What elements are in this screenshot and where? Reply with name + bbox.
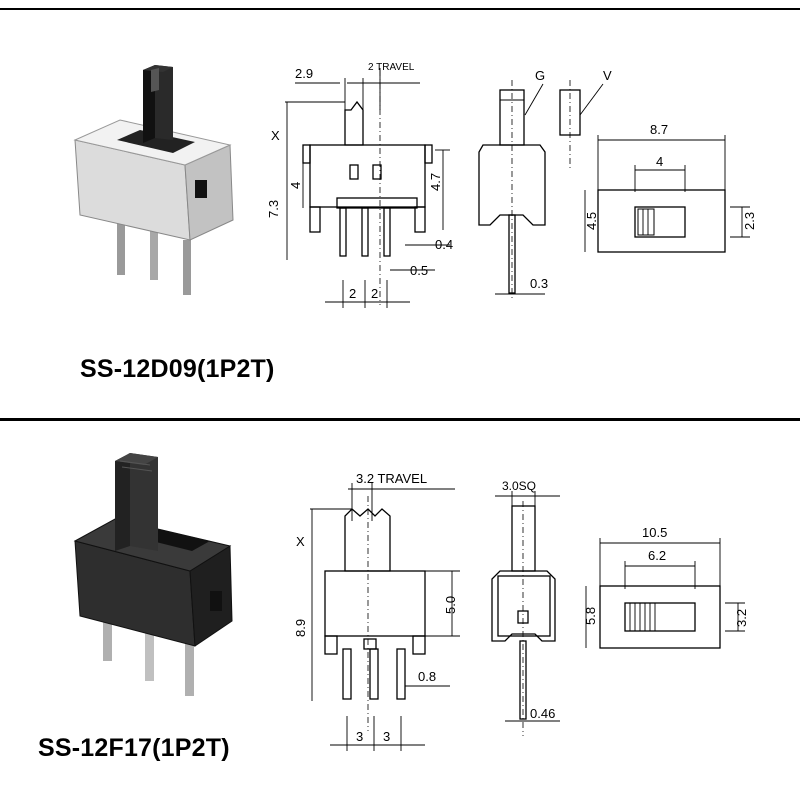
model-label-ss-12f17: SS-12F17(1P2T) [38, 734, 230, 762]
dim-top-actuator: 2.3 [742, 212, 757, 230]
switch-photo-ss-12f17 [73, 453, 233, 696]
product-panel-ss-12f17: 3.2 TRAVEL X 8.9 5.0 0.8 3 3 [0, 421, 800, 800]
dim-pin-thickness: 0.4 [435, 237, 453, 252]
model-label-ss-12d09: SS-12D09(1P2T) [80, 355, 275, 383]
top-view-ss-12f17: 10.5 6.2 5.8 3.2 [583, 525, 749, 649]
dim-top-depth-2: 5.8 [583, 607, 598, 625]
dim-pin-side-2: 0.46 [530, 706, 555, 721]
dim-actuator-width: 2.9 [295, 66, 313, 81]
dim-top-slot: 4 [656, 154, 663, 169]
front-view-ss-12f17: 3.2 TRAVEL X 8.9 5.0 0.8 3 3 [293, 471, 460, 751]
dim-top-depth: 4.5 [584, 212, 599, 230]
dim-pin-width-2: 0.8 [418, 669, 436, 684]
top-view-ss-12d09: 10.5 8.7 4 4.5 2.3 [584, 122, 757, 253]
dim-travel-2: 3.2 TRAVEL [356, 471, 427, 486]
dim-body-inner: 4 [288, 182, 303, 189]
dim-top-length-2: 10.5 [642, 525, 667, 540]
dim-travel: 2 TRAVEL [368, 62, 415, 73]
dim-body-height-2: 5.0 [443, 596, 458, 614]
dim-top-actuator-2: 3.2 [734, 609, 749, 627]
label-g: G [535, 68, 545, 83]
dim-pin-width: 0.5 [410, 263, 428, 278]
detail-v-ss-12d09: V [559, 68, 612, 170]
dim-height-total: 7.3 [266, 200, 281, 218]
side-view-ss-12d09: 0.3 G [478, 68, 548, 300]
dim-x-2: X [296, 534, 305, 549]
switch-photo-ss-12d09 [73, 65, 234, 295]
dim-pitch-right: 2 [371, 286, 378, 301]
front-view-ss-12d09: 2.9 2 TRAVEL X 4 7.3 4.7 0.4 0.5 [266, 62, 453, 308]
side-view-ss-12f17: 3.0SQ 0.46 [491, 479, 560, 736]
dim-body-height: 4.7 [428, 173, 443, 191]
label-v: V [603, 68, 612, 83]
dim-actuator-sq: 3.0SQ [502, 479, 536, 493]
dim-top-slot-2: 6.2 [648, 548, 666, 563]
dim-pitch-left-2: 3 [356, 729, 363, 744]
dim-pin-side: 0.3 [530, 276, 548, 291]
dim-height-total-2: 8.9 [293, 619, 308, 637]
dim-pitch-right-2: 3 [383, 729, 390, 744]
dim-x: X [271, 128, 280, 143]
dim-top-length-1: 8.7 [650, 122, 668, 137]
product-panel-ss-12d09: 2.9 2 TRAVEL X 4 7.3 4.7 0.4 0.5 [0, 10, 800, 418]
dim-pitch-left: 2 [349, 286, 356, 301]
panel-divider [0, 418, 800, 421]
top-border [0, 8, 800, 10]
